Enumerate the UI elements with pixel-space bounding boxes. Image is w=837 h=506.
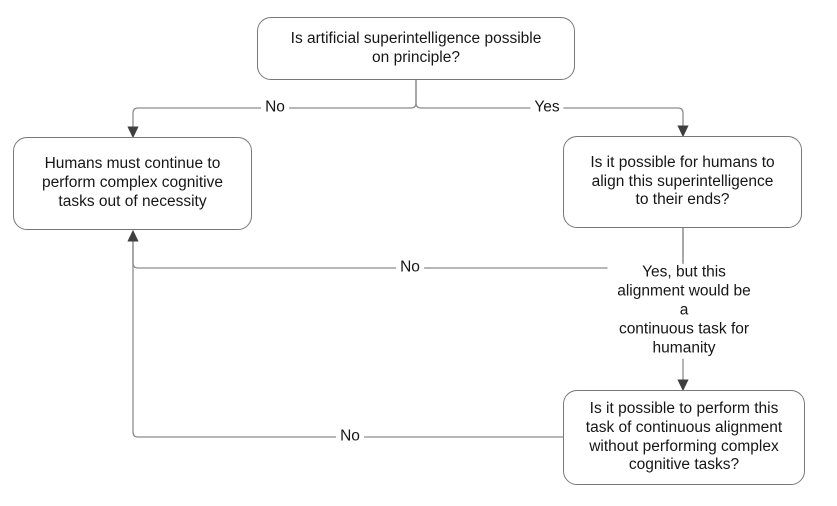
edge-label-root-yes: Yes: [530, 98, 564, 118]
arrowhead-into-humans-top: [127, 126, 139, 139]
arrowhead-into-humans-bottom: [127, 229, 139, 242]
node-align-question: Is it possible for humans to align this …: [563, 136, 802, 228]
edge-continual-to-humans: [132, 238, 563, 438]
node-humans-continue: Humans must continue to perform complex …: [13, 137, 252, 230]
arrowhead-into-align-top: [677, 125, 689, 138]
node-continual-question: Is it possible to perform this task of c…: [563, 390, 805, 485]
edge-label-root-no: No: [261, 98, 289, 118]
node-root-question: Is artificial superintelligence possible…: [257, 17, 575, 80]
edge-label-align-yes-continuous-task: Yes, but this alignment would be a conti…: [607, 263, 761, 359]
arrowhead-into-continual-top: [677, 379, 689, 392]
edge-label-continual-no: No: [336, 427, 364, 447]
edge-label-align-no: No: [396, 258, 424, 278]
